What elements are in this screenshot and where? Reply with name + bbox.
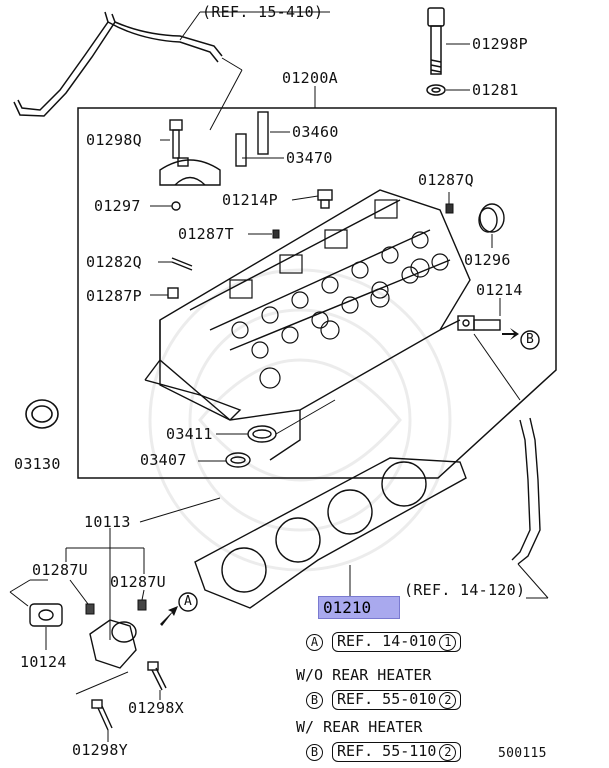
label-01287P[interactable]: 01287P (86, 287, 142, 305)
label-01282Q[interactable]: 01282Q (86, 253, 142, 271)
bolt-01298Y (91, 699, 113, 731)
label-01298P[interactable]: 01298P (472, 35, 528, 53)
stud-01282Q (171, 257, 193, 271)
seal-03130 (25, 399, 59, 429)
cam-caps (229, 199, 449, 389)
label-03130[interactable]: 03130 (14, 455, 61, 473)
bolt-01298Q (169, 119, 183, 159)
label-01210-highlighted[interactable]: 01210 (318, 596, 400, 619)
label-01298X[interactable]: 01298X (128, 699, 184, 717)
ref-14-010-text: REF. 14-010 (337, 632, 437, 650)
marker-A: A (306, 634, 323, 651)
label-03470[interactable]: 03470 (286, 149, 333, 167)
plug-01287U-left (85, 603, 95, 615)
arrow-to-A (160, 606, 178, 626)
callout-A: A (184, 594, 193, 609)
label-03460[interactable]: 03460 (292, 123, 339, 141)
label-01297[interactable]: 01297 (94, 197, 141, 215)
washer-01281 (426, 84, 446, 96)
legend-heading-without-rear-heater: W/O REAR HEATER (296, 666, 432, 684)
gasket-10124 (29, 603, 63, 627)
label-01200A[interactable]: 01200A (282, 69, 338, 87)
circled-num-2: 2 (439, 692, 457, 709)
plug-01287U-right (137, 599, 147, 611)
plug-01287P (167, 287, 179, 299)
label-01287U-left[interactable]: 01287U (32, 561, 88, 579)
cap-01296 (478, 203, 505, 233)
plug-01287T (272, 229, 280, 239)
callout-B: B (526, 332, 535, 347)
diagram-id: 500115 (498, 746, 547, 761)
bolt-01298P (427, 7, 445, 75)
marker-B: B (306, 692, 323, 709)
assembly-frame (77, 107, 557, 479)
legend-heading-with-rear-heater: W/ REAR HEATER (296, 718, 423, 736)
label-01298Q[interactable]: 01298Q (86, 131, 142, 149)
label-10124[interactable]: 10124 (20, 653, 67, 671)
outlet-fitting (89, 619, 137, 669)
label-01287T[interactable]: 01287T (178, 225, 234, 243)
label-01287U-right[interactable]: 01287U (110, 573, 166, 591)
hose (511, 417, 541, 565)
fitting-01214 (457, 315, 501, 331)
sleeve-03460 (257, 111, 269, 155)
label-10113[interactable]: 10113 (84, 513, 131, 531)
sleeve-03470 (235, 133, 247, 167)
label-03407[interactable]: 03407 (140, 451, 187, 469)
label-01296[interactable]: 01296 (464, 251, 511, 269)
bearing-cap (159, 157, 221, 186)
ref-55-110-text: REF. 55-110 (337, 742, 437, 760)
watermark-emblem (148, 268, 452, 572)
circled-num-1: 1 (439, 634, 457, 651)
label-01287Q[interactable]: 01287Q (418, 171, 474, 189)
seal-03407 (225, 452, 251, 468)
label-01214P[interactable]: 01214P (222, 191, 278, 209)
arrow-to-B (502, 328, 519, 340)
ref-gasket[interactable]: (REF. 14-120) (404, 581, 526, 599)
label-03411[interactable]: 03411 (166, 425, 213, 443)
circled-num-2b: 2 (439, 744, 457, 761)
marker-B-2: B (306, 744, 323, 761)
top-pipe (13, 11, 223, 117)
ref-top[interactable]: (REF. 15-410) (202, 3, 324, 21)
bolt-01298X (147, 661, 167, 691)
plug-01214P (317, 189, 333, 209)
label-01298Y[interactable]: 01298Y (72, 741, 128, 759)
head-gasket (194, 457, 467, 609)
plug-01287Q (445, 203, 454, 214)
ref-55-010-text: REF. 55-010 (337, 690, 437, 708)
label-01281[interactable]: 01281 (472, 81, 519, 99)
dowel-01297 (171, 201, 181, 211)
label-01214[interactable]: 01214 (476, 281, 523, 299)
seal-03411 (247, 425, 277, 443)
